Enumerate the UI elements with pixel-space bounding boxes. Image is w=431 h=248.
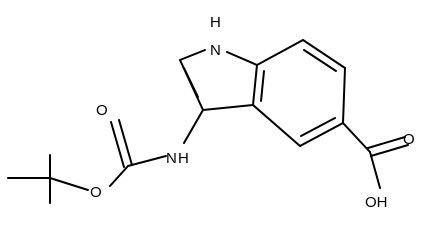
bond-carboxyl-double-2 xyxy=(370,144,409,157)
bond-c3a-c3 xyxy=(202,104,254,111)
bond-carbonyl-double-2 xyxy=(118,119,133,166)
atom-carbamate-carbonyl-oxygen: O xyxy=(96,102,108,119)
bond-c2-n1 xyxy=(179,49,206,61)
bond-carbonyl-to-nh xyxy=(127,155,167,167)
bond-c7-c6-inner xyxy=(303,49,337,72)
bond-c3a-c7a-inner xyxy=(260,70,265,102)
bond-tbu-to-oxygen xyxy=(49,177,89,191)
bond-c5-c4-inner xyxy=(300,117,336,137)
atom-ester-oxygen: O xyxy=(90,184,102,201)
bond-c3-c2-inner xyxy=(183,67,199,98)
bond-c5-carboxyl xyxy=(342,122,371,153)
bond-c4-c3a xyxy=(252,104,301,147)
bond-c6-c5 xyxy=(342,67,346,124)
bond-n1-c7a xyxy=(226,51,258,66)
atom-ring-nitrogen: N xyxy=(210,42,221,59)
bond-carbonyl-double-1 xyxy=(110,121,125,168)
atom-amide-nitrogen: N xyxy=(166,150,177,167)
bond-c5-c4 xyxy=(299,122,344,147)
bond-c7a-c7 xyxy=(256,39,304,66)
bond-c7a-c3a xyxy=(252,64,258,106)
bond-carboxyl-double-1 xyxy=(367,136,406,149)
bond-oxygen-to-carbonyl xyxy=(109,165,129,187)
atom-acid-carbonyl-oxygen: O xyxy=(403,131,415,148)
bond-c7-c6 xyxy=(302,39,346,69)
bond-carboxyl-oh xyxy=(369,151,381,189)
bond-nh-to-c3 xyxy=(183,109,204,144)
atom-acid-hydroxyl: OH xyxy=(365,194,388,211)
atom-amide-hydrogen: H xyxy=(178,150,189,167)
atom-ring-n-hydrogen: H xyxy=(210,14,221,31)
